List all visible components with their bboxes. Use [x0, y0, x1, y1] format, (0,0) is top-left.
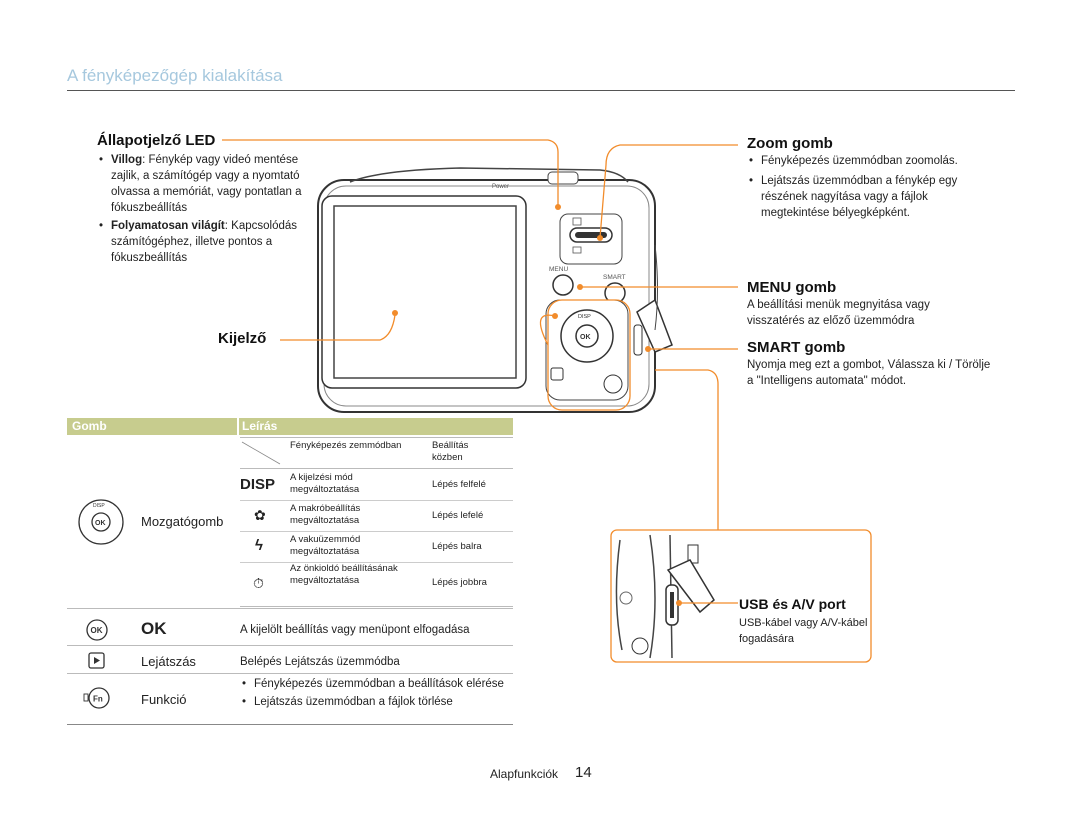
table-header-divider [237, 418, 239, 435]
row-setting: Lépés felfelé [432, 479, 486, 490]
fn-label: Funkció [141, 692, 187, 707]
playback-icon [88, 652, 105, 669]
svg-text:OK: OK [91, 626, 103, 635]
macro-icon: ✿ [254, 507, 266, 523]
playback-label: Lejátszás [141, 654, 196, 669]
camera-body: Power MENU SMART OK DISP [317, 167, 673, 413]
status-led-bullet-blink: Villog: Fénykép vagy videó mentése zajli… [97, 152, 322, 216]
table-col-button: Gomb [72, 419, 107, 433]
subtable-hdr-shoot: Fényképezés zemmódban [290, 440, 402, 451]
power-label: Power [492, 184, 509, 190]
disp-icon: DISP [240, 476, 276, 493]
subtable-rule [240, 468, 513, 469]
ok-label: OK [141, 619, 167, 638]
smart-heading: SMART gomb [747, 339, 846, 356]
subtable-hdr-setting: Beállítás közben [432, 440, 469, 463]
table-row: ⏱ Az önkioldó beállításának megváltoztat… [240, 563, 513, 605]
row-setting: Lépés balra [432, 541, 482, 552]
playback-desc: Belépés Lejátszás üzemmódba [240, 656, 400, 668]
navigation-pad-icon: OK DISP [78, 499, 124, 545]
zoom-text: Fényképezés üzemmódban zoomolás. Lejátsz… [747, 153, 997, 221]
table-row: ϟ A vakuüzemmód megváltoztatása Lépés ba… [240, 532, 513, 563]
usb-heading: USB és A/V port [739, 596, 846, 612]
flash-icon: ϟ [255, 537, 263, 554]
timer-icon: ⏱ [253, 575, 264, 591]
row-shoot: A kijelzési mód megváltoztatása [290, 472, 360, 495]
svg-text:OK: OK [580, 334, 591, 341]
fn-bullet-2: Lejátszás üzemmódban a fájlok törlése [240, 694, 505, 710]
fn-button[interactable] [603, 374, 623, 394]
nav-subtable-top-rule [240, 437, 513, 438]
table-header: Gomb Leírás [67, 418, 513, 435]
fn-icon: Fn [83, 687, 110, 709]
table-row: DISP A kijelzési mód megváltoztatása Lép… [240, 470, 513, 501]
menu-heading: MENU gomb [747, 279, 837, 296]
row-rule [67, 608, 513, 609]
nav-label: Mozgatógomb [141, 514, 224, 529]
row-setting: Lépés jobbra [432, 577, 487, 588]
display-heading: Kijelző [218, 330, 267, 347]
svg-text:DISP: DISP [93, 503, 105, 509]
page-number: 14 [575, 764, 592, 781]
svg-text:DISP: DISP [578, 314, 591, 320]
nav-subtable-rows: DISP A kijelzési mód megváltoztatása Lép… [240, 470, 513, 605]
playback-button[interactable] [550, 367, 564, 381]
usb-port-inset [610, 529, 872, 663]
subtable-diagonal [241, 441, 281, 465]
svg-text:Fn: Fn [93, 695, 103, 704]
fn-desc: Fényképezés üzemmódban a beállítások elé… [240, 676, 505, 710]
status-led-text: Villog: Fénykép vagy videó mentése zajli… [97, 152, 322, 266]
zoom-heading: Zoom gomb [747, 135, 833, 152]
menu-text: A beállítási menük megnyitása vagy vissz… [747, 299, 930, 327]
row-shoot: A vakuüzemmód megváltoztatása [290, 534, 361, 557]
menu-label: MENU [549, 266, 568, 273]
callout-lines [222, 139, 738, 530]
row-rule [67, 645, 513, 646]
row-shoot: A makróbeállítás megváltoztatása [290, 503, 361, 526]
ok-desc: A kijelölt beállítás vagy menüpont elfog… [240, 624, 470, 636]
footer-section: Alapfunkciók [490, 767, 559, 781]
table-bottom-rule [67, 724, 513, 725]
row-rule [67, 673, 513, 674]
zoom-bullet-1: Fényképezés üzemmódban zoomolás. [747, 153, 997, 169]
status-led-heading: Állapotjelző LED [97, 132, 216, 149]
svg-text:OK: OK [95, 520, 106, 527]
smart-label: SMART [603, 274, 626, 281]
subtable-bottom-rule [240, 606, 513, 607]
row-setting: Lépés lefelé [432, 510, 484, 521]
status-led-bullet-steady: Folyamatosan világít: Kapcsolódás számít… [97, 218, 322, 266]
usb-text: USB-kábel vagy A/V-kábel fogadására [739, 617, 868, 645]
ok-button[interactable] [575, 324, 599, 348]
fn-bullet-1: Fényképezés üzemmódban a beállítások elé… [240, 676, 505, 692]
title-rule [67, 90, 1015, 91]
row-shoot: Az önkioldó beállításának megváltoztatás… [290, 563, 398, 586]
menu-button[interactable] [552, 274, 574, 296]
zoom-bullet-2: Lejátszás üzemmódban a fénykép egy részé… [747, 173, 997, 221]
table-row: ✿ A makróbeállítás megváltoztatása Lépés… [240, 501, 513, 532]
table-col-description: Leírás [242, 419, 278, 433]
page-title: A fényképezőgép kialakítása [67, 66, 283, 85]
ok-icon: OK [86, 619, 108, 641]
smart-text: Nyomja meg ezt a gombot, Válassza ki / T… [747, 359, 991, 387]
